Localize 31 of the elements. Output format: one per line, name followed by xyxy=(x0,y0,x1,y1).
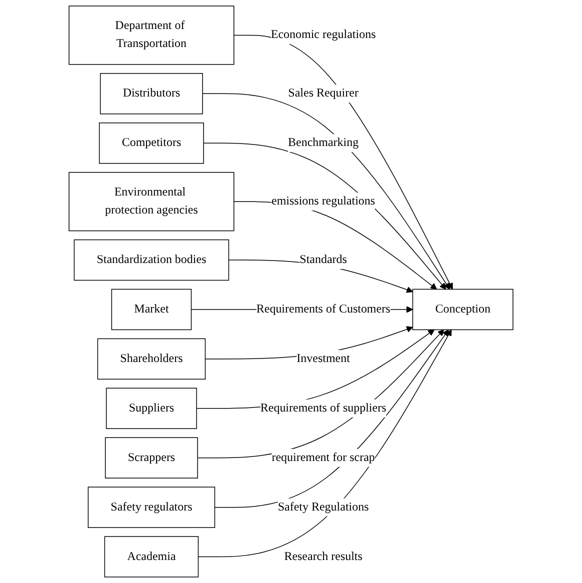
edge-label: Research results xyxy=(284,550,362,563)
node-box: Competitors xyxy=(98,122,204,164)
node-box: Conception xyxy=(412,288,514,330)
node-box: Distributors xyxy=(100,73,203,114)
edge-label: Requirements of Customers xyxy=(256,302,390,316)
node-box: Suppliers xyxy=(106,388,197,429)
arrow xyxy=(197,329,444,458)
edge-label: Economic regulations xyxy=(270,28,376,42)
node-box: Shareholders xyxy=(97,338,206,380)
edge-label: Benchmarking xyxy=(288,136,359,150)
arrow xyxy=(198,329,452,558)
node-box: Scrappers xyxy=(104,437,198,478)
arrow xyxy=(196,329,435,409)
edge-label: Sales Requirer xyxy=(288,86,358,100)
arrow xyxy=(203,142,446,290)
edge-label: Investment xyxy=(296,352,350,365)
node-box: Market xyxy=(111,288,192,330)
arrow xyxy=(234,201,437,290)
node-box: Academia xyxy=(104,536,199,578)
edge-label: Safety Regulations xyxy=(278,500,369,514)
edge-label: Requirements of suppliers xyxy=(260,402,386,414)
arrow xyxy=(214,329,449,508)
arrow xyxy=(234,34,453,290)
edge-label: requirement for scrap xyxy=(272,451,375,464)
node-box: Environmental protection agencies xyxy=(68,172,234,232)
arrow xyxy=(202,93,450,290)
edge-label: emissions regulations xyxy=(272,194,376,208)
edge-label: Standards xyxy=(300,253,347,266)
node-box: Standardization bodies xyxy=(74,239,230,281)
node-box: Safety regulators xyxy=(88,486,216,528)
node-box: Department of Transportation xyxy=(68,6,234,65)
